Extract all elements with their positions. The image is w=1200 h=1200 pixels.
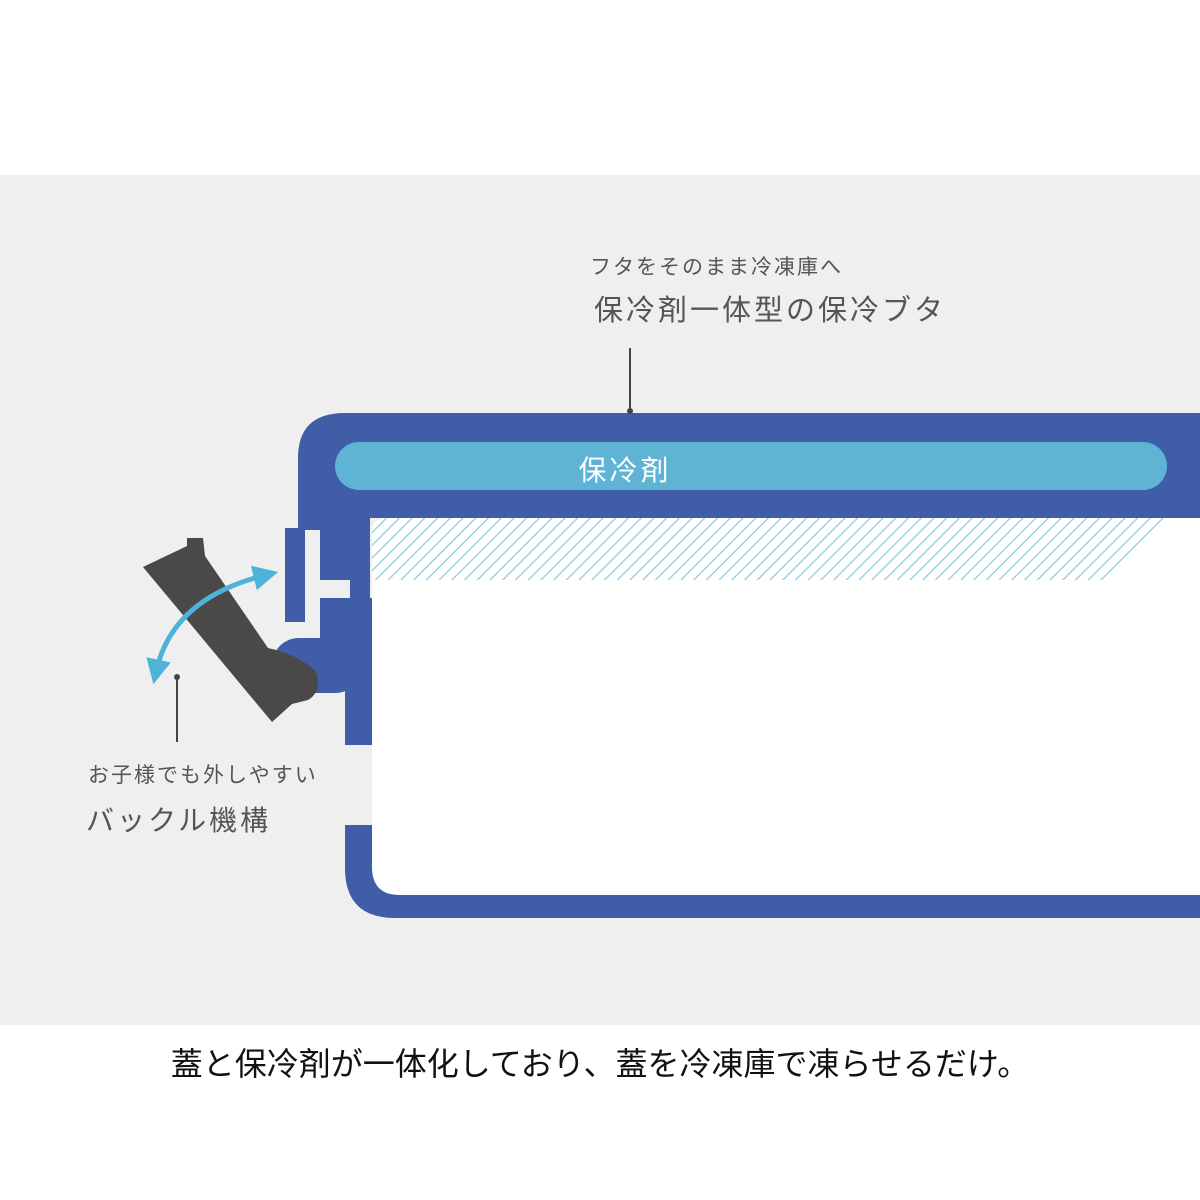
buckle-callout-subtitle: お子様でも外しやすい [88, 763, 318, 787]
lid-callout-title: 保冷剤一体型の保冷ブタ [594, 293, 946, 327]
container-body [345, 515, 1200, 918]
lid-callout-subtitle: フタをそのまま冷凍庫へ [590, 255, 843, 279]
buckle-callout-title: バックル機構 [86, 804, 271, 837]
buckle-pointer [174, 674, 180, 742]
caption: 蓋と保冷剤が一体化しており、蓋を冷凍庫で凍らせるだけ。 [171, 1045, 1030, 1083]
ice-pack-label: 保冷剤 [578, 454, 671, 487]
lid-pointer [627, 348, 633, 414]
rotate-arrow-icon [146, 565, 279, 685]
insulation-hatch [372, 518, 1168, 580]
lid [285, 413, 1200, 640]
ice-pack [335, 442, 1167, 490]
